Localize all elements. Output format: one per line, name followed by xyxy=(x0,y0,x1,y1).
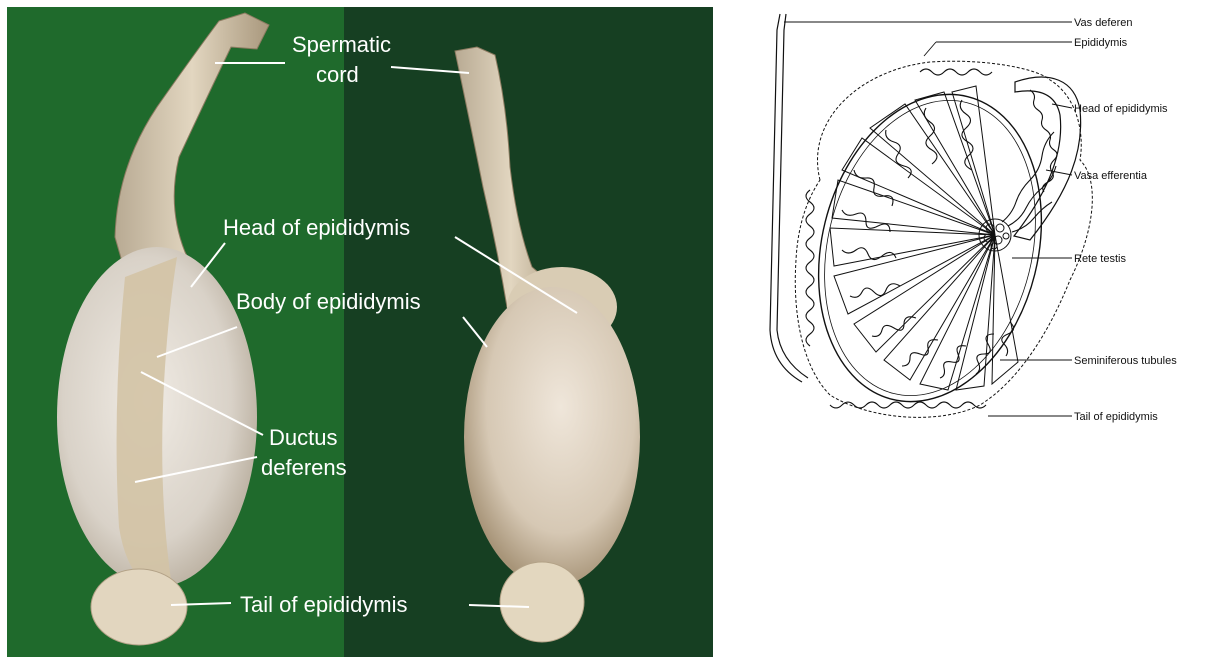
label-deferens: deferens xyxy=(261,455,347,480)
label-ductus: Ductus xyxy=(269,425,337,450)
right-testis xyxy=(464,287,640,587)
label-epididymis: Epididymis xyxy=(1074,37,1128,49)
label-seminiferous-tubules: Seminiferous tubules xyxy=(1074,355,1177,367)
label-vas-deferen: Vas deferen xyxy=(1074,17,1133,29)
testis-diagram: Vas deferen Epididymis Head of epididymi… xyxy=(730,0,1216,460)
label-vasa-efferentia: Vasa efferentia xyxy=(1074,170,1148,182)
right-epididymis-tail xyxy=(500,562,584,642)
label-body-of-epididymis: Body of epididymis xyxy=(236,289,421,314)
label-tail-of-epididymis: Tail of epididymis xyxy=(240,592,408,617)
seminiferous-tubules xyxy=(830,86,1018,390)
label-spermatic: Spermatic xyxy=(292,32,391,57)
label-cord: cord xyxy=(316,62,359,87)
vasa-efferentia xyxy=(1002,132,1056,232)
left-epididymis-tail xyxy=(91,569,187,645)
label-head-of-epididymis: Head of epididymis xyxy=(223,215,410,240)
label-head-of-epididymis-diagram: Head of epididymis xyxy=(1074,103,1168,115)
vas-deferens xyxy=(770,14,802,382)
testis-photo: Spermatic cord Head of epididymis Body o… xyxy=(7,7,713,657)
label-rete-testis: Rete testis xyxy=(1074,253,1126,265)
label-tail-of-epididymis-diagram: Tail of epididymis xyxy=(1074,411,1158,423)
